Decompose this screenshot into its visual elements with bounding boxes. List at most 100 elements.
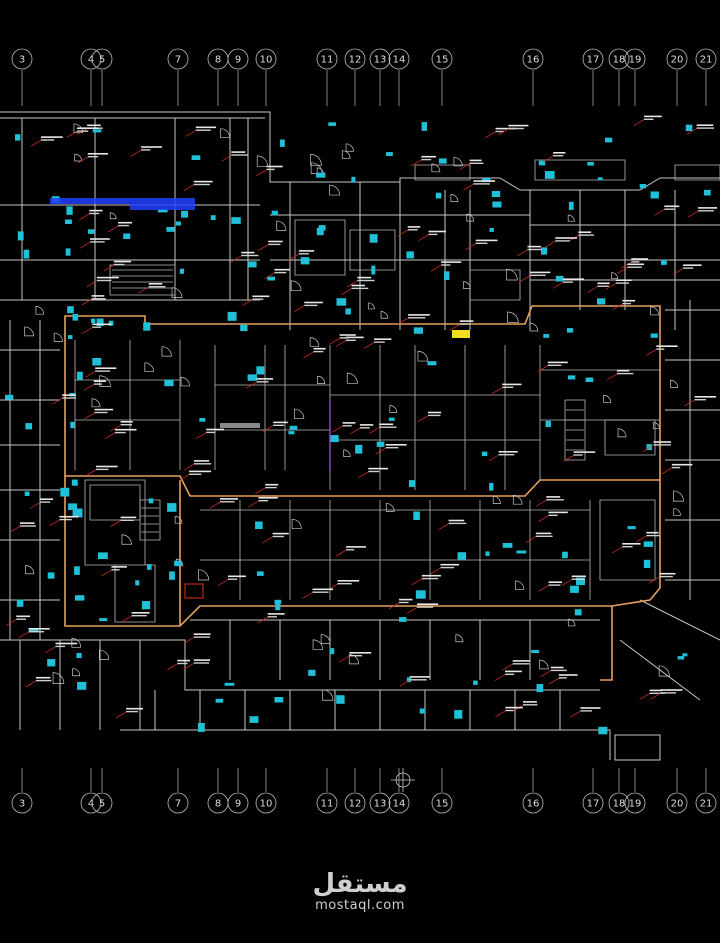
annotation-tag (79, 209, 103, 221)
grid-label: 3 (19, 55, 25, 66)
door-swing (220, 128, 231, 139)
device-symbol (87, 229, 95, 234)
device-symbol (224, 682, 235, 686)
grid-bubble-21: 21 (695, 48, 717, 106)
grid-label: 20 (671, 55, 684, 66)
annotation-tag (66, 127, 99, 138)
device-symbol (271, 210, 278, 216)
device-symbol (267, 276, 275, 281)
grid-label: 13 (374, 799, 387, 810)
device-symbol (99, 618, 108, 622)
door-swing (341, 150, 351, 159)
annotation-tag (52, 394, 77, 405)
device-symbol (345, 308, 351, 315)
annotation-tag (561, 575, 586, 586)
annotation-tag (49, 515, 79, 527)
door-swing (35, 306, 45, 315)
door-swing (673, 508, 681, 516)
device-symbol (545, 420, 551, 428)
device-symbol (421, 122, 427, 131)
grid-label: 3 (19, 799, 25, 810)
annotation-tag (255, 483, 279, 495)
annotation-tag (183, 180, 213, 192)
grid-label: 17 (587, 55, 600, 66)
annotation-tag (83, 380, 106, 391)
annotation-tag (536, 496, 564, 507)
grid-label: 4 (88, 799, 94, 810)
device-symbol (639, 184, 647, 189)
door-swing (329, 184, 340, 196)
device-symbol (123, 233, 131, 239)
grid-bubble-20: 20 (666, 48, 688, 106)
door-swing (658, 665, 670, 677)
device-symbol (76, 371, 83, 380)
grid-label: 21 (700, 799, 713, 810)
door-swing (539, 659, 549, 670)
door-swing (348, 654, 359, 665)
grid-bubble-3: 3 (11, 48, 33, 106)
annotation-tag (397, 314, 430, 325)
device-symbol (199, 418, 206, 422)
annotation-tag (85, 367, 117, 378)
annotation-tag (103, 260, 131, 272)
marked-area (184, 583, 204, 599)
annotation-tag (77, 153, 108, 164)
door-swing (322, 689, 334, 701)
center-mark-icon (391, 768, 415, 792)
device-symbol (703, 189, 711, 196)
annotation-tag (488, 451, 518, 462)
device-symbol (179, 268, 185, 274)
annotation-tag (107, 221, 132, 233)
annotation-tag (81, 295, 106, 306)
device-symbol (502, 543, 513, 548)
device-symbol (516, 550, 527, 554)
highlight-tag (452, 330, 470, 338)
door-swing (567, 214, 575, 222)
door-swing (53, 332, 63, 342)
annotation-tag (217, 575, 246, 586)
device-symbol (96, 318, 104, 327)
annotation-tag (130, 146, 162, 157)
grid-label: 16 (527, 799, 540, 810)
device-symbol (576, 577, 585, 586)
device-symbol (17, 231, 24, 241)
device-symbol (76, 653, 82, 659)
device-symbol (492, 201, 502, 208)
door-swing (673, 490, 684, 502)
door-swing (99, 649, 110, 660)
annotation-tag (417, 411, 442, 423)
annotation-tag (646, 345, 678, 356)
annotation-tag (649, 572, 676, 584)
door-swing (652, 422, 660, 430)
door-swing (346, 372, 358, 384)
annotation-tag (115, 707, 143, 719)
annotation-tag (368, 423, 397, 434)
annotation-tag (552, 278, 584, 289)
annotation-tag (86, 276, 119, 288)
device-symbol (143, 322, 151, 331)
annotation-tag (332, 422, 356, 433)
door-swing (294, 408, 305, 419)
device-symbol (275, 602, 281, 611)
grid-label: 5 (99, 799, 105, 810)
grid-bubble-9: 9 (227, 768, 249, 814)
annotation-tag (525, 532, 553, 543)
device-symbol (72, 508, 83, 518)
grid-bubble-20: 20 (666, 768, 688, 814)
device-symbol (280, 139, 285, 147)
building-walls (0, 111, 720, 761)
device-symbol (70, 421, 75, 429)
device-symbol (316, 227, 324, 236)
annotation-tag (257, 613, 285, 624)
annotation-tag (650, 689, 683, 700)
door-swing (512, 495, 523, 505)
annotation-tag (661, 463, 693, 475)
device-symbol (444, 271, 450, 280)
annotation-tag (101, 566, 127, 577)
grid-label: 18 (613, 799, 626, 810)
annotation-tag (264, 268, 290, 280)
grid-label: 14 (393, 799, 406, 810)
device-symbol (328, 122, 336, 126)
